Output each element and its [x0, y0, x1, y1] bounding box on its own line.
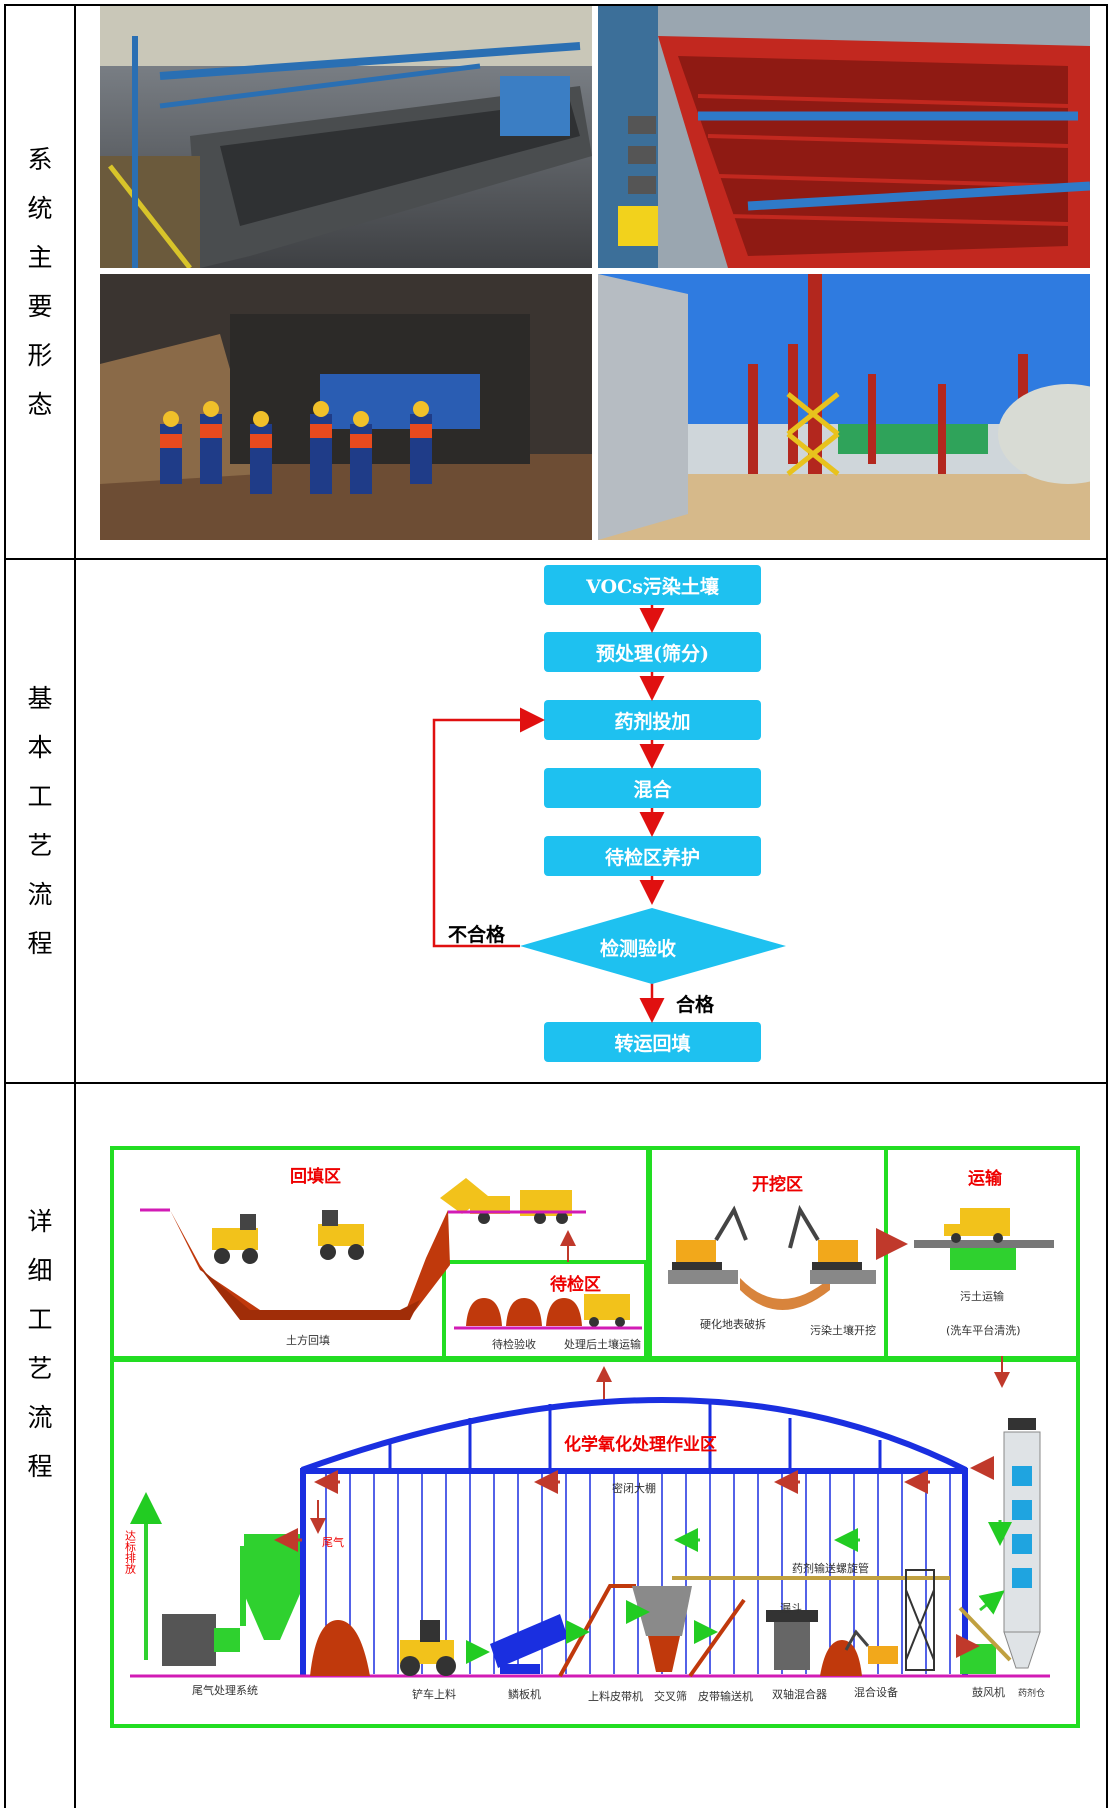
blower-icon	[960, 1644, 996, 1674]
reagent-pipe-caption: 药剂输送螺旋管	[792, 1561, 869, 1575]
machine-label-cross-screen: 交叉筛	[654, 1689, 687, 1703]
flow-step-curing: 待检区养护	[544, 836, 761, 876]
inspection-caption: 待检验收	[492, 1337, 536, 1351]
backfill-zone-title: 回填区	[290, 1166, 341, 1187]
machine-label-reagent-silo: 药剂仓	[1018, 1687, 1045, 1699]
feed-belt-conveyor-icon	[558, 1584, 636, 1677]
row-label-basic-process: 基本工艺流程	[27, 684, 53, 958]
backfill-loader-2-icon	[318, 1210, 364, 1260]
machine-label-twin-mixer: 双轴混合器	[772, 1687, 827, 1701]
excavator-1-icon	[672, 1205, 748, 1270]
table-border-top	[4, 4, 1108, 6]
treated-transport-caption: 处理后土壤运输	[564, 1337, 641, 1351]
flow-step-pretreatment: 预处理(筛分)	[544, 632, 761, 672]
transport-zone-title: 运输	[968, 1168, 1003, 1189]
greenhouse-arch	[300, 1397, 968, 1473]
excavator-2-icon	[788, 1204, 862, 1270]
photo-vibrating-screen	[598, 6, 1090, 268]
backfill-caption: 土方回填	[286, 1333, 330, 1347]
loader-feeding-icon	[400, 1620, 456, 1676]
flow-step-backfill: 转运回填	[544, 1022, 761, 1062]
flow-pass-label: 合格	[676, 994, 715, 1016]
twin-shaft-mixer-icon	[766, 1610, 818, 1670]
machine-label-belt-conveyor: 皮带输送机	[698, 1689, 753, 1703]
flow-step-reagent-dosing: 药剂投加	[544, 700, 761, 740]
flow-step-mixing: 混合	[544, 768, 761, 808]
flow-fail-label: 不合格	[448, 924, 506, 946]
hardened-caption: 硬化地表破拆	[700, 1317, 766, 1331]
photo-treatment-facility	[598, 274, 1090, 540]
soil-pile	[310, 1620, 370, 1676]
row-label-system-form: 系统主要形态	[27, 145, 53, 419]
table-border-left	[4, 4, 6, 1808]
backfill-loader-1-icon	[212, 1214, 258, 1264]
mixing-excavator-icon	[844, 1629, 898, 1664]
table-border-right	[1106, 4, 1108, 1808]
photo-conveyor-belt	[100, 6, 592, 268]
row-label-detailed-process: 详细工艺流程	[27, 1207, 53, 1481]
machine-label-slat-conveyor: 鳞板机	[508, 1687, 541, 1701]
photo-workers-mixer	[100, 274, 592, 540]
machine-label-blower: 鼓风机	[972, 1685, 1005, 1699]
wash-caption: (洗车平台清洗)	[946, 1323, 1021, 1337]
machine-label-feed-belt: 上料皮带机	[588, 1689, 643, 1703]
row-divider-2	[4, 1082, 1108, 1084]
machine-label-loader: 铲车上料	[412, 1687, 456, 1701]
hopper-caption: 漏斗	[780, 1602, 802, 1615]
greenhouse-caption: 密闭大棚	[612, 1481, 656, 1495]
inspection-zone-title: 待检区	[550, 1274, 601, 1295]
contaminated-caption: 污染土壤开挖	[810, 1323, 876, 1337]
dump-truck-icon	[440, 1178, 572, 1224]
soil-transport-caption: 污土运输	[960, 1289, 1004, 1303]
column-divider	[74, 4, 76, 1808]
flow-step-contaminated-soil: VOCs污染土壤	[544, 565, 761, 605]
flow-decision-label: 检测验收	[600, 938, 677, 960]
treatment-zone-title: 化学氧化处理作业区	[564, 1434, 717, 1455]
backfill-pit	[170, 1210, 450, 1320]
emission-caption: 达标排放	[124, 1530, 137, 1574]
reagent-silo-icon	[1003, 1418, 1041, 1669]
exhaust-caption: 尾气	[322, 1535, 344, 1549]
machine-label-exhaust-system: 尾气处理系统	[192, 1683, 258, 1697]
inspection-truck-icon	[584, 1294, 630, 1327]
exhaust-treatment-unit	[162, 1614, 216, 1666]
support-tower-icon	[905, 1569, 935, 1671]
machine-label-mixing-equipment: 混合设备	[854, 1685, 898, 1699]
transport-truck-icon	[944, 1208, 1010, 1243]
zone-treatment-border	[110, 1358, 1080, 1728]
cross-screen-icon	[632, 1586, 692, 1672]
slat-conveyor-icon	[490, 1614, 568, 1674]
excavation-zone-title: 开挖区	[752, 1174, 803, 1195]
belt-conveyor-icon	[688, 1598, 746, 1678]
row-divider-1	[4, 558, 1108, 560]
